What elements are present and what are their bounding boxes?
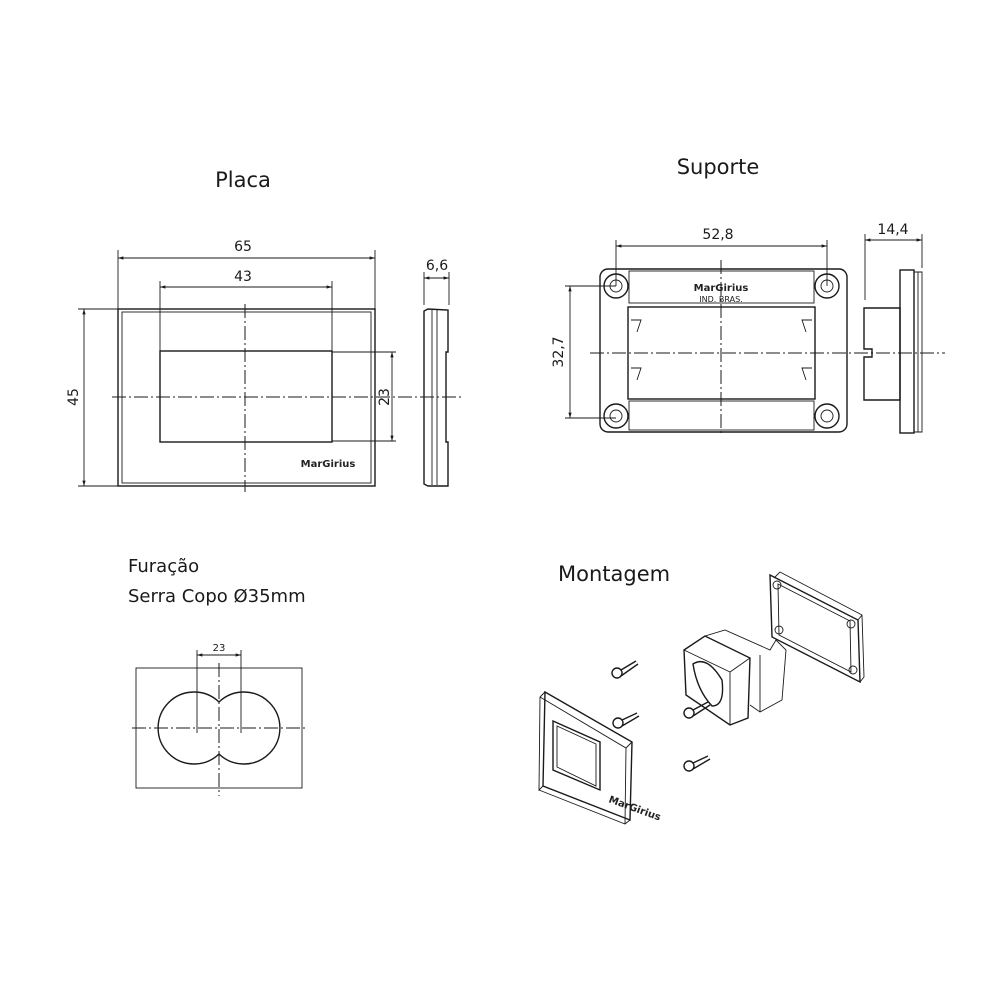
placa-logo: MarGirius — [301, 459, 356, 470]
dimension-43: 43 — [159, 269, 333, 351]
placa-title: Placa — [215, 168, 271, 192]
dim-23-label: 23 — [377, 388, 393, 406]
dim-14-4-label: 14,4 — [877, 222, 908, 238]
dim-43-label: 43 — [234, 269, 252, 285]
suporte-front-view: MarGirius IND. BRAS. — [599, 268, 848, 433]
dimension-65: 65 — [117, 239, 376, 309]
dimension-52-8: 52,8 — [615, 227, 828, 286]
screw-icon — [612, 712, 640, 729]
suporte-title: Suporte — [677, 155, 760, 179]
montagem-section: Montagem MarGirius — [538, 562, 865, 825]
screw-icon — [683, 701, 711, 719]
furacao-subtitle: Serra Copo Ø35mm — [128, 586, 306, 607]
exploded-socket-module — [683, 629, 787, 726]
dimension-23-spacing: 23 — [196, 643, 242, 733]
dim-32-7-label: 32,7 — [551, 336, 567, 367]
exploded-plate: MarGirius — [538, 690, 662, 825]
suporte-section: Suporte MarGirius IND. BRAS. 52,8 — [551, 155, 945, 436]
dim-52-8-label: 52,8 — [702, 227, 733, 243]
placa-section: Placa MarGirius 65 43 45 23 — [66, 168, 462, 492]
plate-logo: MarGirius — [607, 794, 662, 823]
placa-side-view: 6,6 — [423, 258, 450, 487]
dim-45-label: 45 — [66, 388, 82, 406]
dim-23-spacing-label: 23 — [213, 643, 226, 654]
screw-icon — [683, 755, 711, 772]
dimension-32-7: 32,7 — [551, 285, 616, 419]
furacao-title: Furação — [128, 556, 199, 577]
dimension-23: 23 — [332, 351, 396, 442]
montagem-title: Montagem — [558, 562, 670, 586]
exploded-support-frame — [769, 571, 865, 684]
furacao-section: Furação Serra Copo Ø35mm 23 — [128, 556, 306, 796]
screws — [611, 660, 711, 772]
dim-6-6-label: 6,6 — [426, 258, 448, 274]
dim-65-label: 65 — [234, 239, 252, 255]
dimension-45: 45 — [66, 308, 118, 487]
suporte-side-view: 14,4 — [863, 222, 923, 434]
screw-icon — [611, 660, 639, 679]
